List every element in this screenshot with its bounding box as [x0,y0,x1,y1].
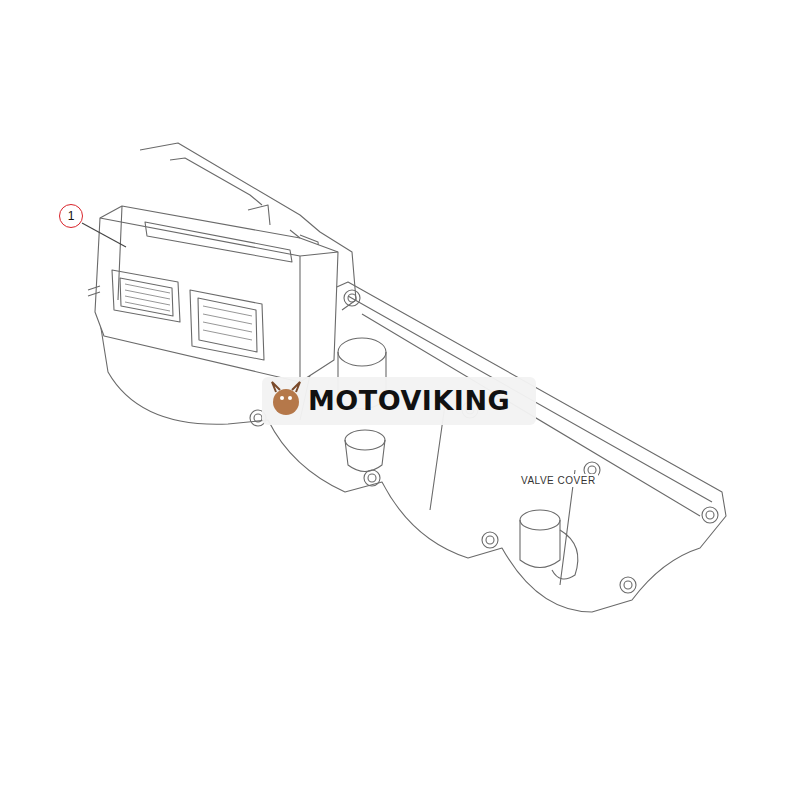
ecm-connector [112,270,264,360]
watermark-icon [272,382,300,415]
watermark-patch [262,377,536,425]
watermark: MOTOVIKING [306,384,512,417]
part-name: VALVE COVER [519,474,598,487]
leader-line [82,223,126,247]
ecm-housing [100,206,338,382]
callout-text: 1 [68,209,75,223]
mounting-bracket [170,158,262,205]
breather-cap [338,338,578,579]
valve-cover-rib [300,330,575,585]
ecm-housing [145,222,292,262]
callout-number: 1 [59,204,83,228]
ecm-housing [95,206,338,382]
ecm-bolt [88,230,300,296]
